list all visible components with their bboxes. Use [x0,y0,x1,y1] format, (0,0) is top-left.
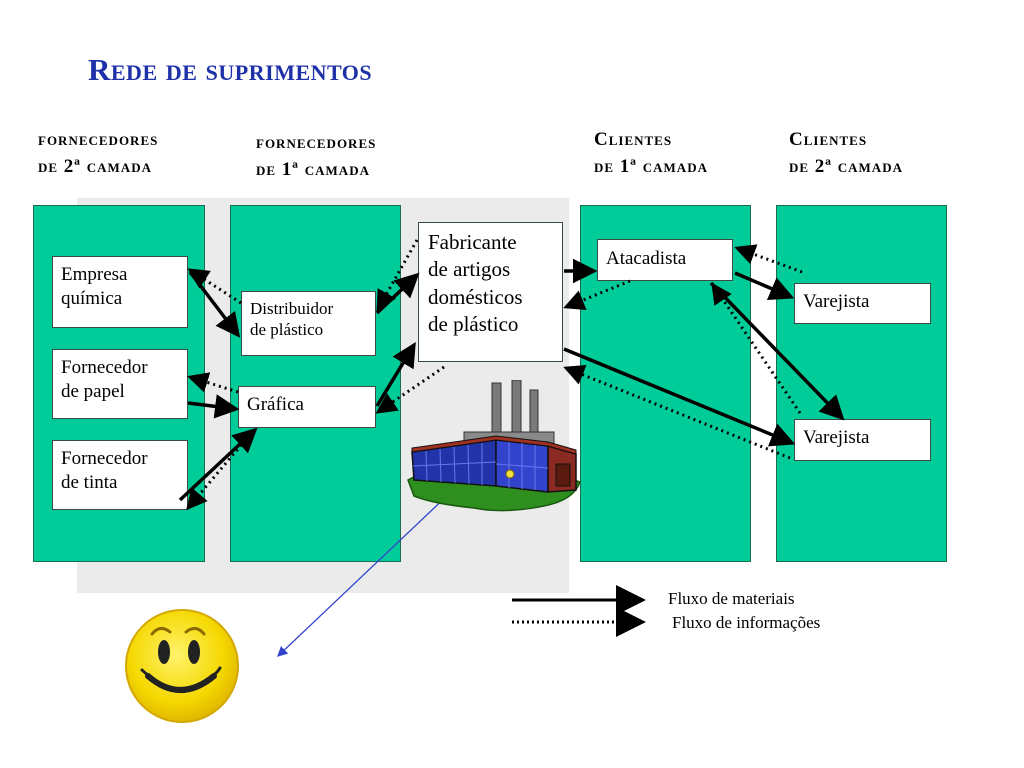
information-arrow [376,239,419,312]
node-distribuidor: Distribuidor de plástico [241,291,376,356]
node-label: Fornecedor [61,448,148,469]
node-label: de tinta [61,471,118,493]
node-label: de plástico [428,311,519,336]
node-fabricante: Fabricante de artigos domésticos de plás… [418,222,563,362]
header-tier1-suppliers: fornecedores de 1ª camada [256,129,376,183]
material-arrow [563,347,796,447]
node-label: química [61,287,123,309]
header-tier2-suppliers: fornecedores de 2ª camada [38,126,158,180]
header-line: Clientes [789,129,868,150]
factory-icon [407,380,581,512]
node-label: Varejista [803,291,870,312]
information-arrow [187,372,239,394]
header-line: de 2ª camada [789,156,903,177]
node-label: Fornecedor [61,357,148,378]
node-label: Fabricante [428,230,517,254]
material-arrow [734,271,795,300]
smiley-icon [125,609,239,723]
header-line: de 1ª camada [256,159,370,180]
material-arrow [709,281,845,421]
node-label: Empresa [61,264,128,285]
information-arrow [187,268,242,305]
node-atacadista: Atacadista [597,239,733,281]
legend-materials-label: Fluxo de materiais [668,589,795,608]
legend-information-label: Fluxo de informações [672,613,821,632]
header-tier2-customers: Clientes de 2ª camada [789,126,903,180]
information-arrow [563,364,791,460]
header-line: Clientes [594,129,673,150]
node-fornecedor-papel: Fornecedor de papel [52,349,188,419]
material-arrow [375,272,420,315]
node-label: de plástico [250,320,324,340]
node-label: Gráfica [247,394,304,415]
node-grafica: Gráfica [238,386,376,428]
node-varejista-1: Varejista [794,283,931,324]
information-arrow [563,279,631,310]
header-tier1-customers: Clientes de 1ª camada [594,126,708,180]
node-label: Distribuidor [250,299,334,318]
node-label: Varejista [803,427,870,448]
information-arrow [711,282,802,414]
node-varejista-2: Varejista [794,419,931,461]
node-label: de artigos [428,257,511,282]
material-arrow [187,394,240,419]
node-label: de papel [61,380,125,402]
node-empresa-quimica: Empresa química [52,256,188,328]
information-arrow [734,244,803,274]
header-line: fornecedores [38,129,159,150]
node-fornecedor-tinta: Fornecedor de tinta [52,440,188,510]
node-label: domésticos [428,284,523,309]
header-line: fornecedores [256,132,377,153]
node-label: Atacadista [606,248,687,269]
page-title: Rede de suprimentos [88,52,373,87]
information-arrow [375,365,445,414]
header-line: de 1ª camada [594,156,708,177]
column-tier2-customers [776,205,947,562]
pointer-line [277,473,471,657]
header-line: de 2ª camada [38,156,152,177]
column-tier1-suppliers [230,205,401,562]
material-arrow [188,270,241,338]
